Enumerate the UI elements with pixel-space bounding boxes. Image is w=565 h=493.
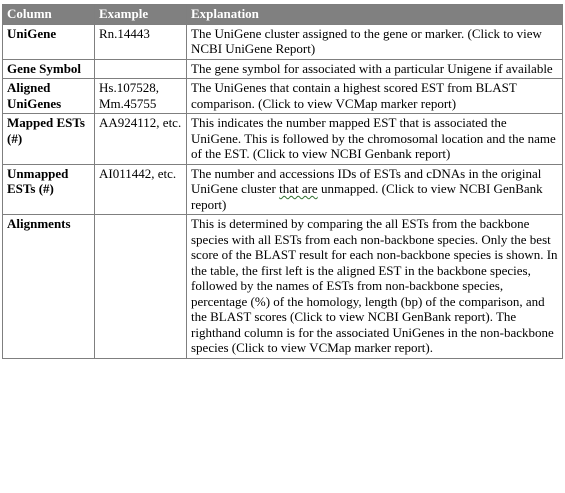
table-row: Gene Symbol The gene symbol for associat… <box>2 58 563 79</box>
row-column-name: Unmapped ESTs (#) <box>2 163 95 215</box>
row-column-name: Aligned UniGenes <box>2 78 95 114</box>
table-row: UniGene Rn.14443 The UniGene cluster ass… <box>2 23 563 60</box>
row-explanation: The gene symbol for associated with a pa… <box>186 58 563 79</box>
row-explanation: The number and accessions IDs of ESTs an… <box>186 163 563 215</box>
row-example: Rn.14443 <box>94 23 187 60</box>
spellcheck-marked-text: that are <box>279 181 318 196</box>
row-example <box>94 214 187 359</box>
row-column-name: Gene Symbol <box>2 58 95 79</box>
table-row: Aligned UniGenes Hs.107528, Mm.45755 The… <box>2 78 563 114</box>
row-explanation: The UniGenes that contain a highest scor… <box>186 78 563 114</box>
header-example: Example <box>94 4 187 25</box>
row-explanation: This is determined by comparing the all … <box>186 214 563 359</box>
table-row: Unmapped ESTs (#) AI011442, etc. The num… <box>2 163 563 215</box>
row-example: Hs.107528, Mm.45755 <box>94 78 187 114</box>
row-column-name: Alignments <box>2 214 95 359</box>
table-row: Alignments This is determined by compari… <box>2 214 563 359</box>
explanation-text: unmapped. (Click to view NCBI GenBank re… <box>191 181 543 212</box>
header-row: Column Example Explanation <box>2 4 563 25</box>
column-description-table: Column Example Explanation UniGene Rn.14… <box>2 4 563 359</box>
row-example: AI011442, etc. <box>94 163 187 215</box>
row-column-name: Mapped ESTs (#) <box>2 113 95 165</box>
header-explanation: Explanation <box>186 4 563 25</box>
row-example: AA924112, etc. <box>94 113 187 165</box>
explanation-text: The number and accessions IDs of ESTs an… <box>191 165 542 197</box>
table-row: Mapped ESTs (#) AA924112, etc. This indi… <box>2 113 563 165</box>
header-column: Column <box>2 4 95 25</box>
row-column-name: UniGene <box>2 23 95 60</box>
row-explanation: This indicates the number mapped EST tha… <box>186 113 563 165</box>
row-example <box>94 58 187 79</box>
row-explanation: The UniGene cluster assigned to the gene… <box>186 23 563 60</box>
